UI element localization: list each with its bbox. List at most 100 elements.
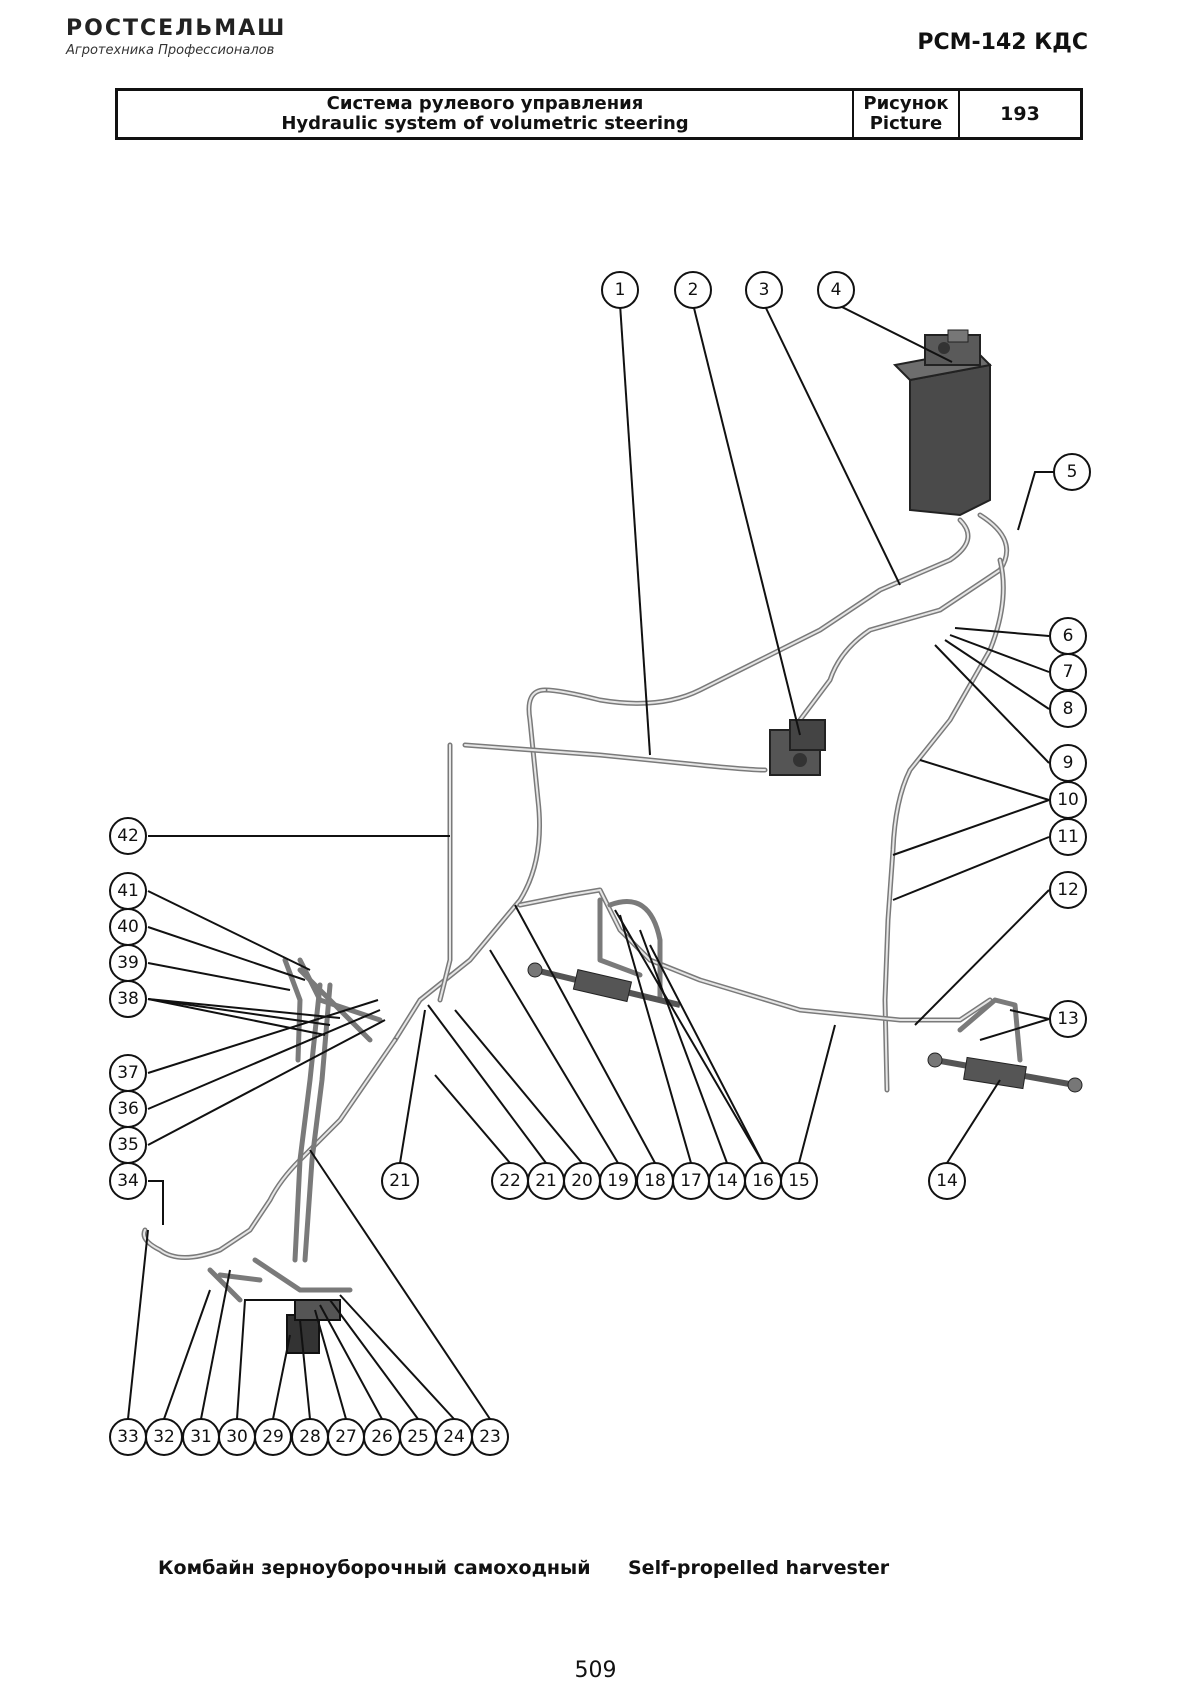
callout-19: 19: [599, 1162, 637, 1200]
callout-8: 8: [1049, 690, 1087, 728]
title-ru: Система рулевого управления: [326, 93, 644, 114]
callout-16: 16: [744, 1162, 782, 1200]
steering-valve: [769, 719, 826, 776]
callout-17: 17: [672, 1162, 710, 1200]
svg-text:23: 23: [479, 1427, 501, 1447]
callout-39: 39: [109, 944, 147, 982]
callouts: 1 2 3 4 5 6 7 8 9 10 11 12 13 14 15 16 1…: [109, 271, 1091, 1456]
callout-42: 42: [109, 817, 147, 855]
callout-13: 13: [1049, 1000, 1087, 1038]
svg-text:19: 19: [607, 1171, 629, 1191]
callout-33: 33: [109, 1418, 147, 1456]
diagram-drawing: [141, 329, 1083, 1354]
callout-18: 18: [636, 1162, 674, 1200]
callout-11: 11: [1049, 818, 1087, 856]
callout-10: 10: [1049, 781, 1087, 819]
callout-29: 29: [254, 1418, 292, 1456]
svg-text:41: 41: [117, 881, 139, 901]
svg-text:20: 20: [571, 1171, 593, 1191]
svg-text:22: 22: [499, 1171, 521, 1191]
page-number: 509: [574, 1658, 617, 1683]
svg-text:39: 39: [117, 953, 139, 973]
svg-text:9: 9: [1063, 753, 1074, 773]
svg-text:21: 21: [535, 1171, 557, 1191]
callout-9: 9: [1049, 744, 1087, 782]
svg-text:3: 3: [759, 280, 770, 300]
svg-text:14: 14: [716, 1171, 738, 1191]
svg-text:30: 30: [226, 1427, 248, 1447]
callout-35: 35: [109, 1126, 147, 1164]
callout-4: 4: [817, 271, 855, 309]
svg-text:8: 8: [1063, 699, 1074, 719]
logo-name: РОСТСЕЛЬМАШ: [66, 16, 287, 41]
callout-5: 5: [1053, 453, 1091, 491]
svg-text:34: 34: [117, 1171, 139, 1191]
svg-text:38: 38: [117, 989, 139, 1009]
callout-24: 24: [435, 1418, 473, 1456]
callout-15: 15: [780, 1162, 818, 1200]
company-logo: РОСТСЕЛЬМАШ Агротехника Профессионалов: [66, 16, 287, 59]
callout-32: 32: [145, 1418, 183, 1456]
callout-36: 36: [109, 1090, 147, 1128]
picture-label-ru: Рисунок: [863, 93, 949, 114]
oil-tank: [892, 329, 993, 517]
title-block: Система рулевого управления Hydraulic sy…: [115, 88, 1083, 140]
svg-text:29: 29: [262, 1427, 284, 1447]
callout-30: 30: [218, 1418, 256, 1456]
svg-text:26: 26: [371, 1427, 393, 1447]
picture-number: 193: [1000, 103, 1040, 125]
title-en: Hydraulic system of volumetric steering: [281, 113, 689, 134]
svg-text:17: 17: [680, 1171, 702, 1191]
svg-text:14: 14: [936, 1171, 958, 1191]
svg-text:40: 40: [117, 917, 139, 937]
callout-23: 23: [471, 1418, 509, 1456]
leader-lines: [127, 303, 1058, 1420]
svg-text:4: 4: [831, 280, 842, 300]
svg-text:35: 35: [117, 1135, 139, 1155]
svg-text:13: 13: [1057, 1009, 1079, 1029]
callout-40: 40: [109, 908, 147, 946]
svg-text:36: 36: [117, 1099, 139, 1119]
steering-cylinder-right: [927, 1052, 1083, 1093]
model-name: РСМ-142 КДС: [917, 30, 1088, 55]
svg-text:11: 11: [1057, 827, 1079, 847]
caption-en: Self-propelled harvester: [628, 1557, 890, 1579]
svg-text:33: 33: [117, 1427, 139, 1447]
svg-text:5: 5: [1067, 462, 1078, 482]
callout-34: 34: [109, 1162, 147, 1200]
steering-cylinder-left: [527, 962, 681, 1008]
callout-38: 38: [109, 980, 147, 1018]
svg-text:24: 24: [443, 1427, 465, 1447]
svg-text:16: 16: [752, 1171, 774, 1191]
picture-label-en: Picture: [869, 113, 943, 134]
svg-text:25: 25: [407, 1427, 429, 1447]
callout-3: 3: [745, 271, 783, 309]
svg-text:32: 32: [153, 1427, 175, 1447]
callout-14-right: 14: [928, 1162, 966, 1200]
svg-text:10: 10: [1057, 790, 1079, 810]
picture-number-cell: 193: [960, 91, 1080, 137]
callout-37: 37: [109, 1054, 147, 1092]
svg-text:42: 42: [117, 826, 139, 846]
callout-27: 27: [327, 1418, 365, 1456]
caption-ru: Комбайн зерноуборочный самоходный: [158, 1557, 591, 1579]
svg-text:1: 1: [615, 280, 626, 300]
callout-21: 21: [527, 1162, 565, 1200]
svg-text:15: 15: [788, 1171, 810, 1191]
svg-text:18: 18: [644, 1171, 666, 1191]
callout-6: 6: [1049, 617, 1087, 655]
picture-label-cell: Рисунок Picture: [854, 91, 960, 137]
svg-text:12: 12: [1057, 880, 1079, 900]
callout-22: 22: [491, 1162, 529, 1200]
callout-12: 12: [1049, 871, 1087, 909]
callout-41: 41: [109, 872, 147, 910]
logo-tagline: Агротехника Профессионалов: [66, 43, 275, 58]
svg-text:21: 21: [389, 1171, 411, 1191]
callout-25: 25: [399, 1418, 437, 1456]
callout-28: 28: [291, 1418, 329, 1456]
svg-text:31: 31: [190, 1427, 212, 1447]
callout-31: 31: [182, 1418, 220, 1456]
svg-text:28: 28: [299, 1427, 321, 1447]
svg-text:27: 27: [335, 1427, 357, 1447]
